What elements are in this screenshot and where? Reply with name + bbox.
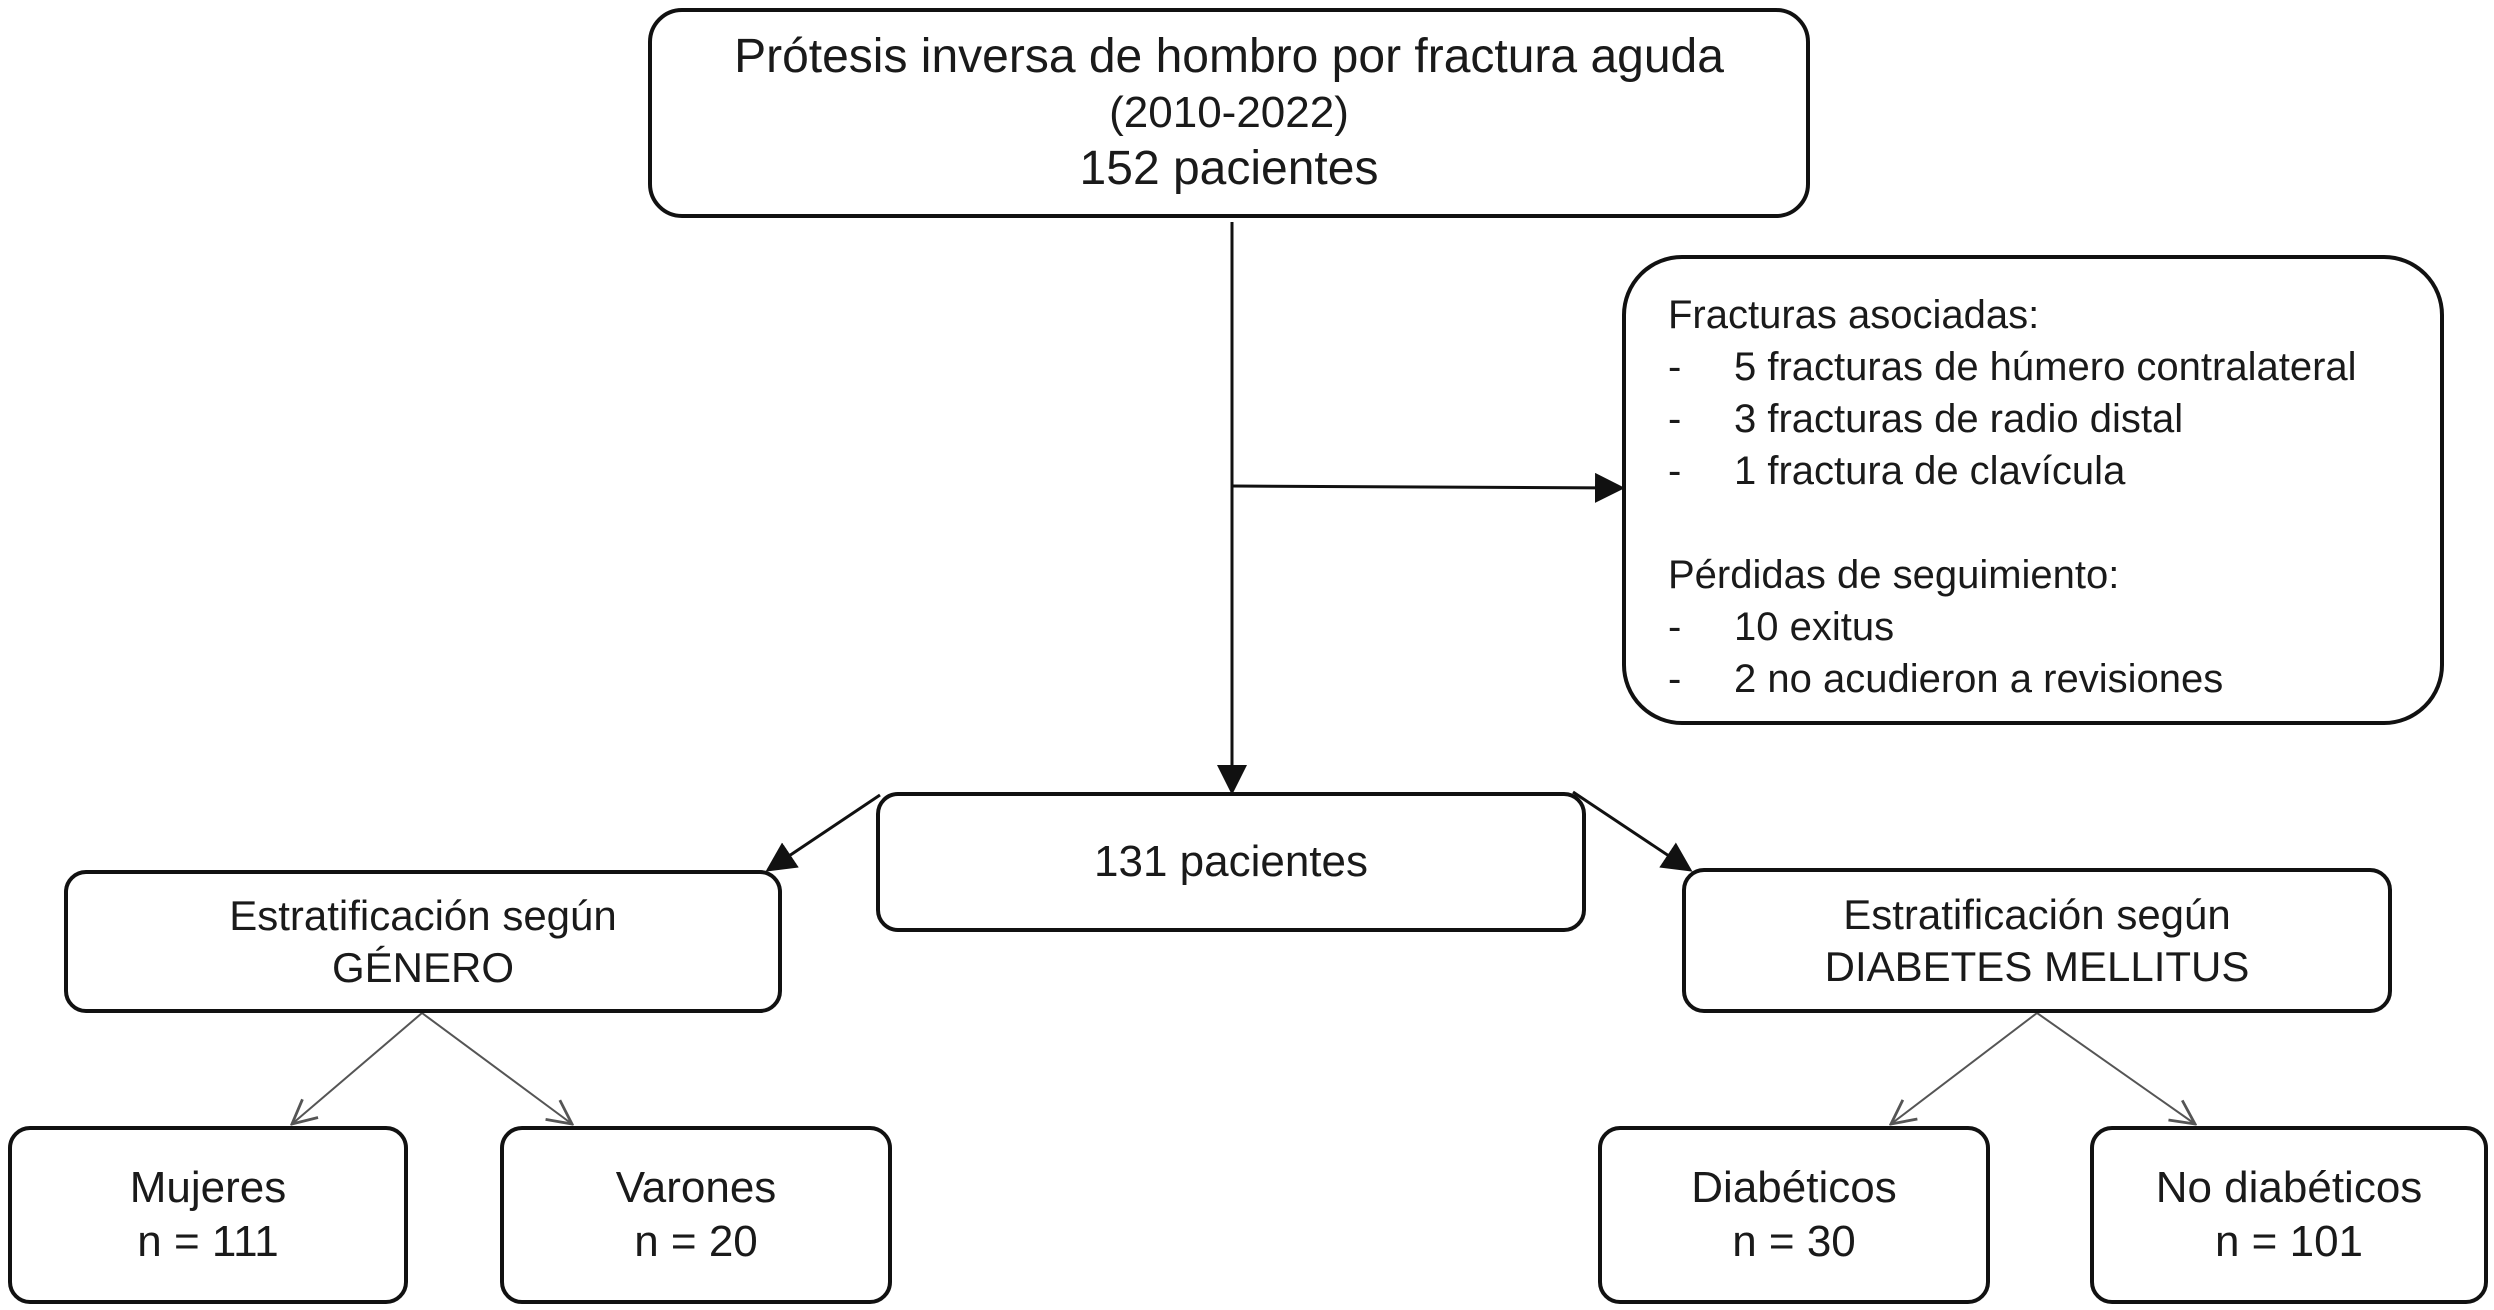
bullet-dash: -: [1668, 605, 1682, 649]
list-item: - 10 exitus: [1668, 601, 2410, 653]
exclusions-box: Fracturas asociadas: - 5 fracturas de hú…: [1622, 255, 2444, 725]
list-item-text: 10 exitus: [1734, 605, 1895, 649]
arrow-diabetes-to-diabetic: [1891, 1012, 2038, 1124]
non-diabetic-box: No diabéticos n = 101: [2090, 1126, 2488, 1304]
cohort-count: 152 pacientes: [1079, 142, 1379, 195]
bullet-dash: -: [1668, 657, 1682, 701]
women-count: n = 111: [137, 1217, 279, 1266]
arrow-gender-to-men: [421, 1012, 572, 1124]
men-label: Varones: [615, 1163, 777, 1212]
arrow-to-exclusions: [1231, 472, 1625, 503]
associated-fractures-list: - 5 fracturas de húmero contralateral - …: [1668, 341, 2410, 497]
men-count: n = 20: [634, 1217, 758, 1266]
cohort-title: Prótesis inversa de hombro por fractura …: [734, 30, 1724, 83]
associated-fractures-heading: Fracturas asociadas:: [1668, 293, 2040, 337]
diabetes-stratification-title: Estratificación según: [1843, 890, 2231, 938]
women-label: Mujeres: [129, 1163, 287, 1212]
final-cohort-count: 131 pacientes: [1094, 837, 1368, 886]
list-item: - 2 no acudieron a revisiones: [1668, 653, 2410, 705]
cohort-period: (2010-2022): [1109, 88, 1349, 137]
follow-up-losses-list: - 10 exitus - 2 no acudieron a revisione…: [1668, 601, 2410, 705]
list-item-text: 3 fracturas de radio distal: [1734, 397, 2184, 441]
gender-stratification-variable: GÉNERO: [331, 943, 515, 991]
gender-stratification-box: Estratificación según GÉNERO: [64, 870, 782, 1013]
diabetes-stratification-variable: DIABETES MELLITUS: [1824, 942, 2250, 990]
list-item-text: 2 no acudieron a revisiones: [1734, 657, 2224, 701]
list-item: - 1 fractura de clavícula: [1668, 445, 2410, 497]
diabetes-stratification-box: Estratificación según DIABETES MELLITUS: [1682, 868, 2392, 1013]
arrow-middle-to-diabetes: [1572, 790, 1693, 872]
list-item-text: 1 fractura de clavícula: [1734, 449, 2126, 493]
list-item-text: 5 fracturas de húmero contralateral: [1734, 345, 2357, 389]
diabetic-count: n = 30: [1732, 1217, 1856, 1266]
arrow-middle-to-gender: [765, 793, 881, 872]
arrow-diabetes-to-non-diabetic: [2036, 1012, 2195, 1124]
non-diabetic-label: No diabéticos: [2155, 1163, 2423, 1212]
bullet-dash: -: [1668, 397, 1682, 441]
non-diabetic-count: n = 101: [2214, 1217, 2364, 1266]
diabetic-label: Diabéticos: [1691, 1163, 1897, 1212]
gender-stratification-title: Estratificación según: [229, 891, 617, 939]
final-cohort-box: 131 pacientes: [876, 792, 1586, 932]
men-box: Varones n = 20: [500, 1126, 892, 1304]
women-box: Mujeres n = 111: [8, 1126, 408, 1304]
arrow-gender-to-women: [292, 1012, 423, 1124]
list-item: - 3 fracturas de radio distal: [1668, 393, 2410, 445]
list-item: - 5 fracturas de húmero contralateral: [1668, 341, 2410, 393]
cohort-box: Prótesis inversa de hombro por fractura …: [648, 8, 1810, 218]
section-spacer: [1668, 497, 2410, 549]
diabetic-box: Diabéticos n = 30: [1598, 1126, 1990, 1304]
bullet-dash: -: [1668, 449, 1682, 493]
follow-up-losses-heading: Pérdidas de seguimiento:: [1668, 553, 2120, 597]
bullet-dash: -: [1668, 345, 1682, 389]
